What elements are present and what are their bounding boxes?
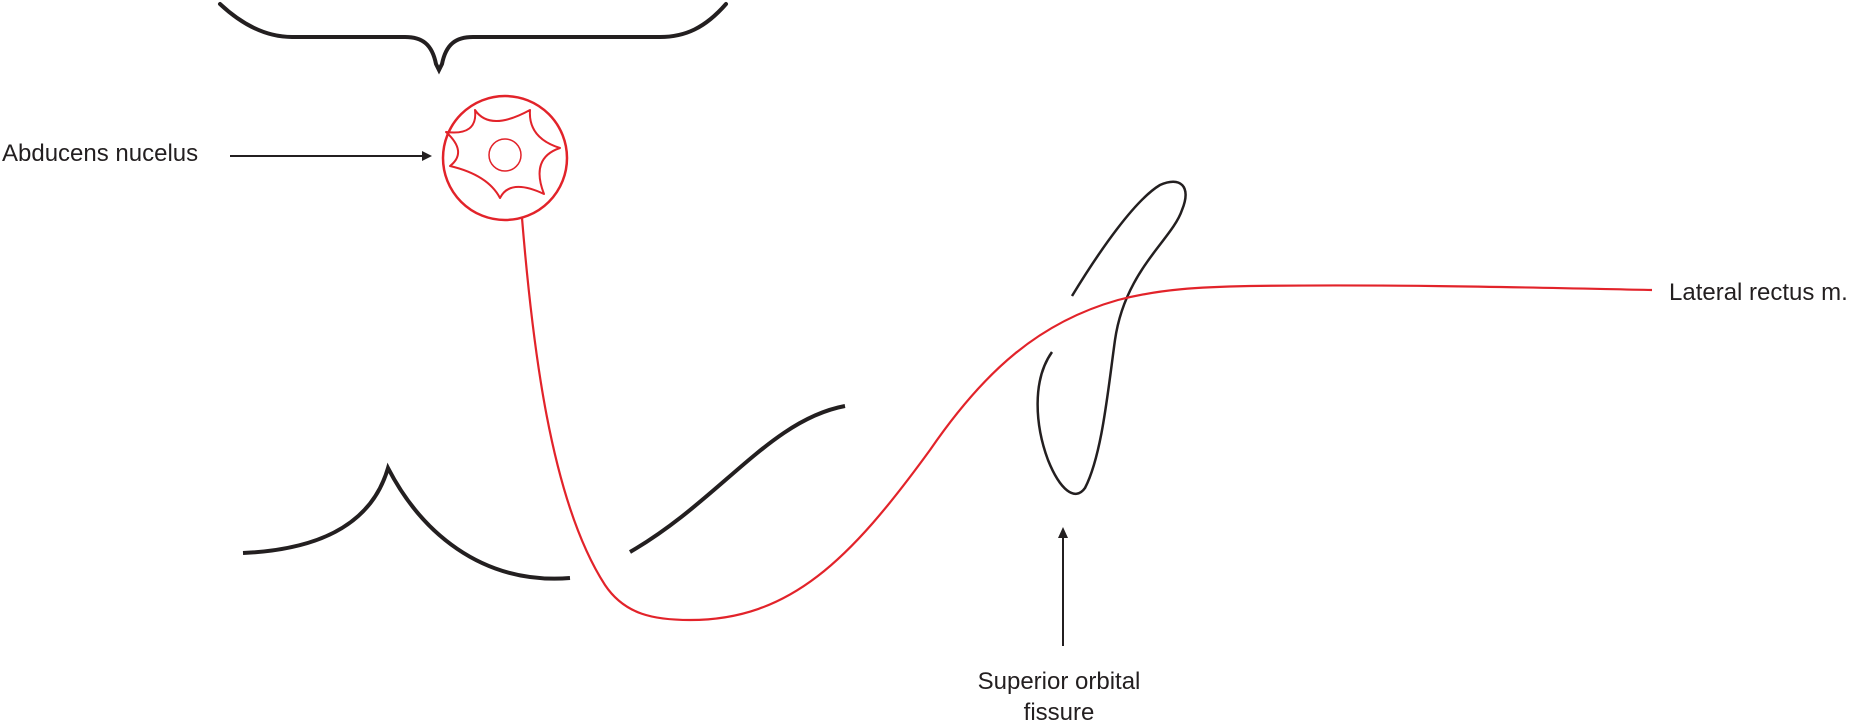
neuron-nucleus (488, 138, 522, 172)
sella-turcica-outline (242, 462, 571, 581)
abducens-nucleus-circle (441, 94, 569, 222)
abducens-pointer-arrowhead (422, 151, 432, 161)
pons-outline (218, 2, 728, 75)
petrous-ridge-outline (628, 404, 846, 554)
lateral-rectus-label: Lateral rectus m. (1669, 279, 1848, 306)
abducens-nucleus-label: Abducens nucelus (2, 140, 199, 167)
superior-orbital-fissure-label-line2: fissure (1023, 699, 1095, 726)
superior-orbital-fissure-label-line1: Superior orbital (977, 668, 1141, 695)
superior-orbital-fissure-label: Superior orbital fissure (959, 666, 1159, 728)
superior-orbital-fissure-outline (1036, 180, 1187, 495)
abducens-nerve-path (520, 217, 1653, 622)
neuron-cell-body (445, 109, 561, 199)
sof-pointer-arrowhead (1058, 527, 1068, 538)
